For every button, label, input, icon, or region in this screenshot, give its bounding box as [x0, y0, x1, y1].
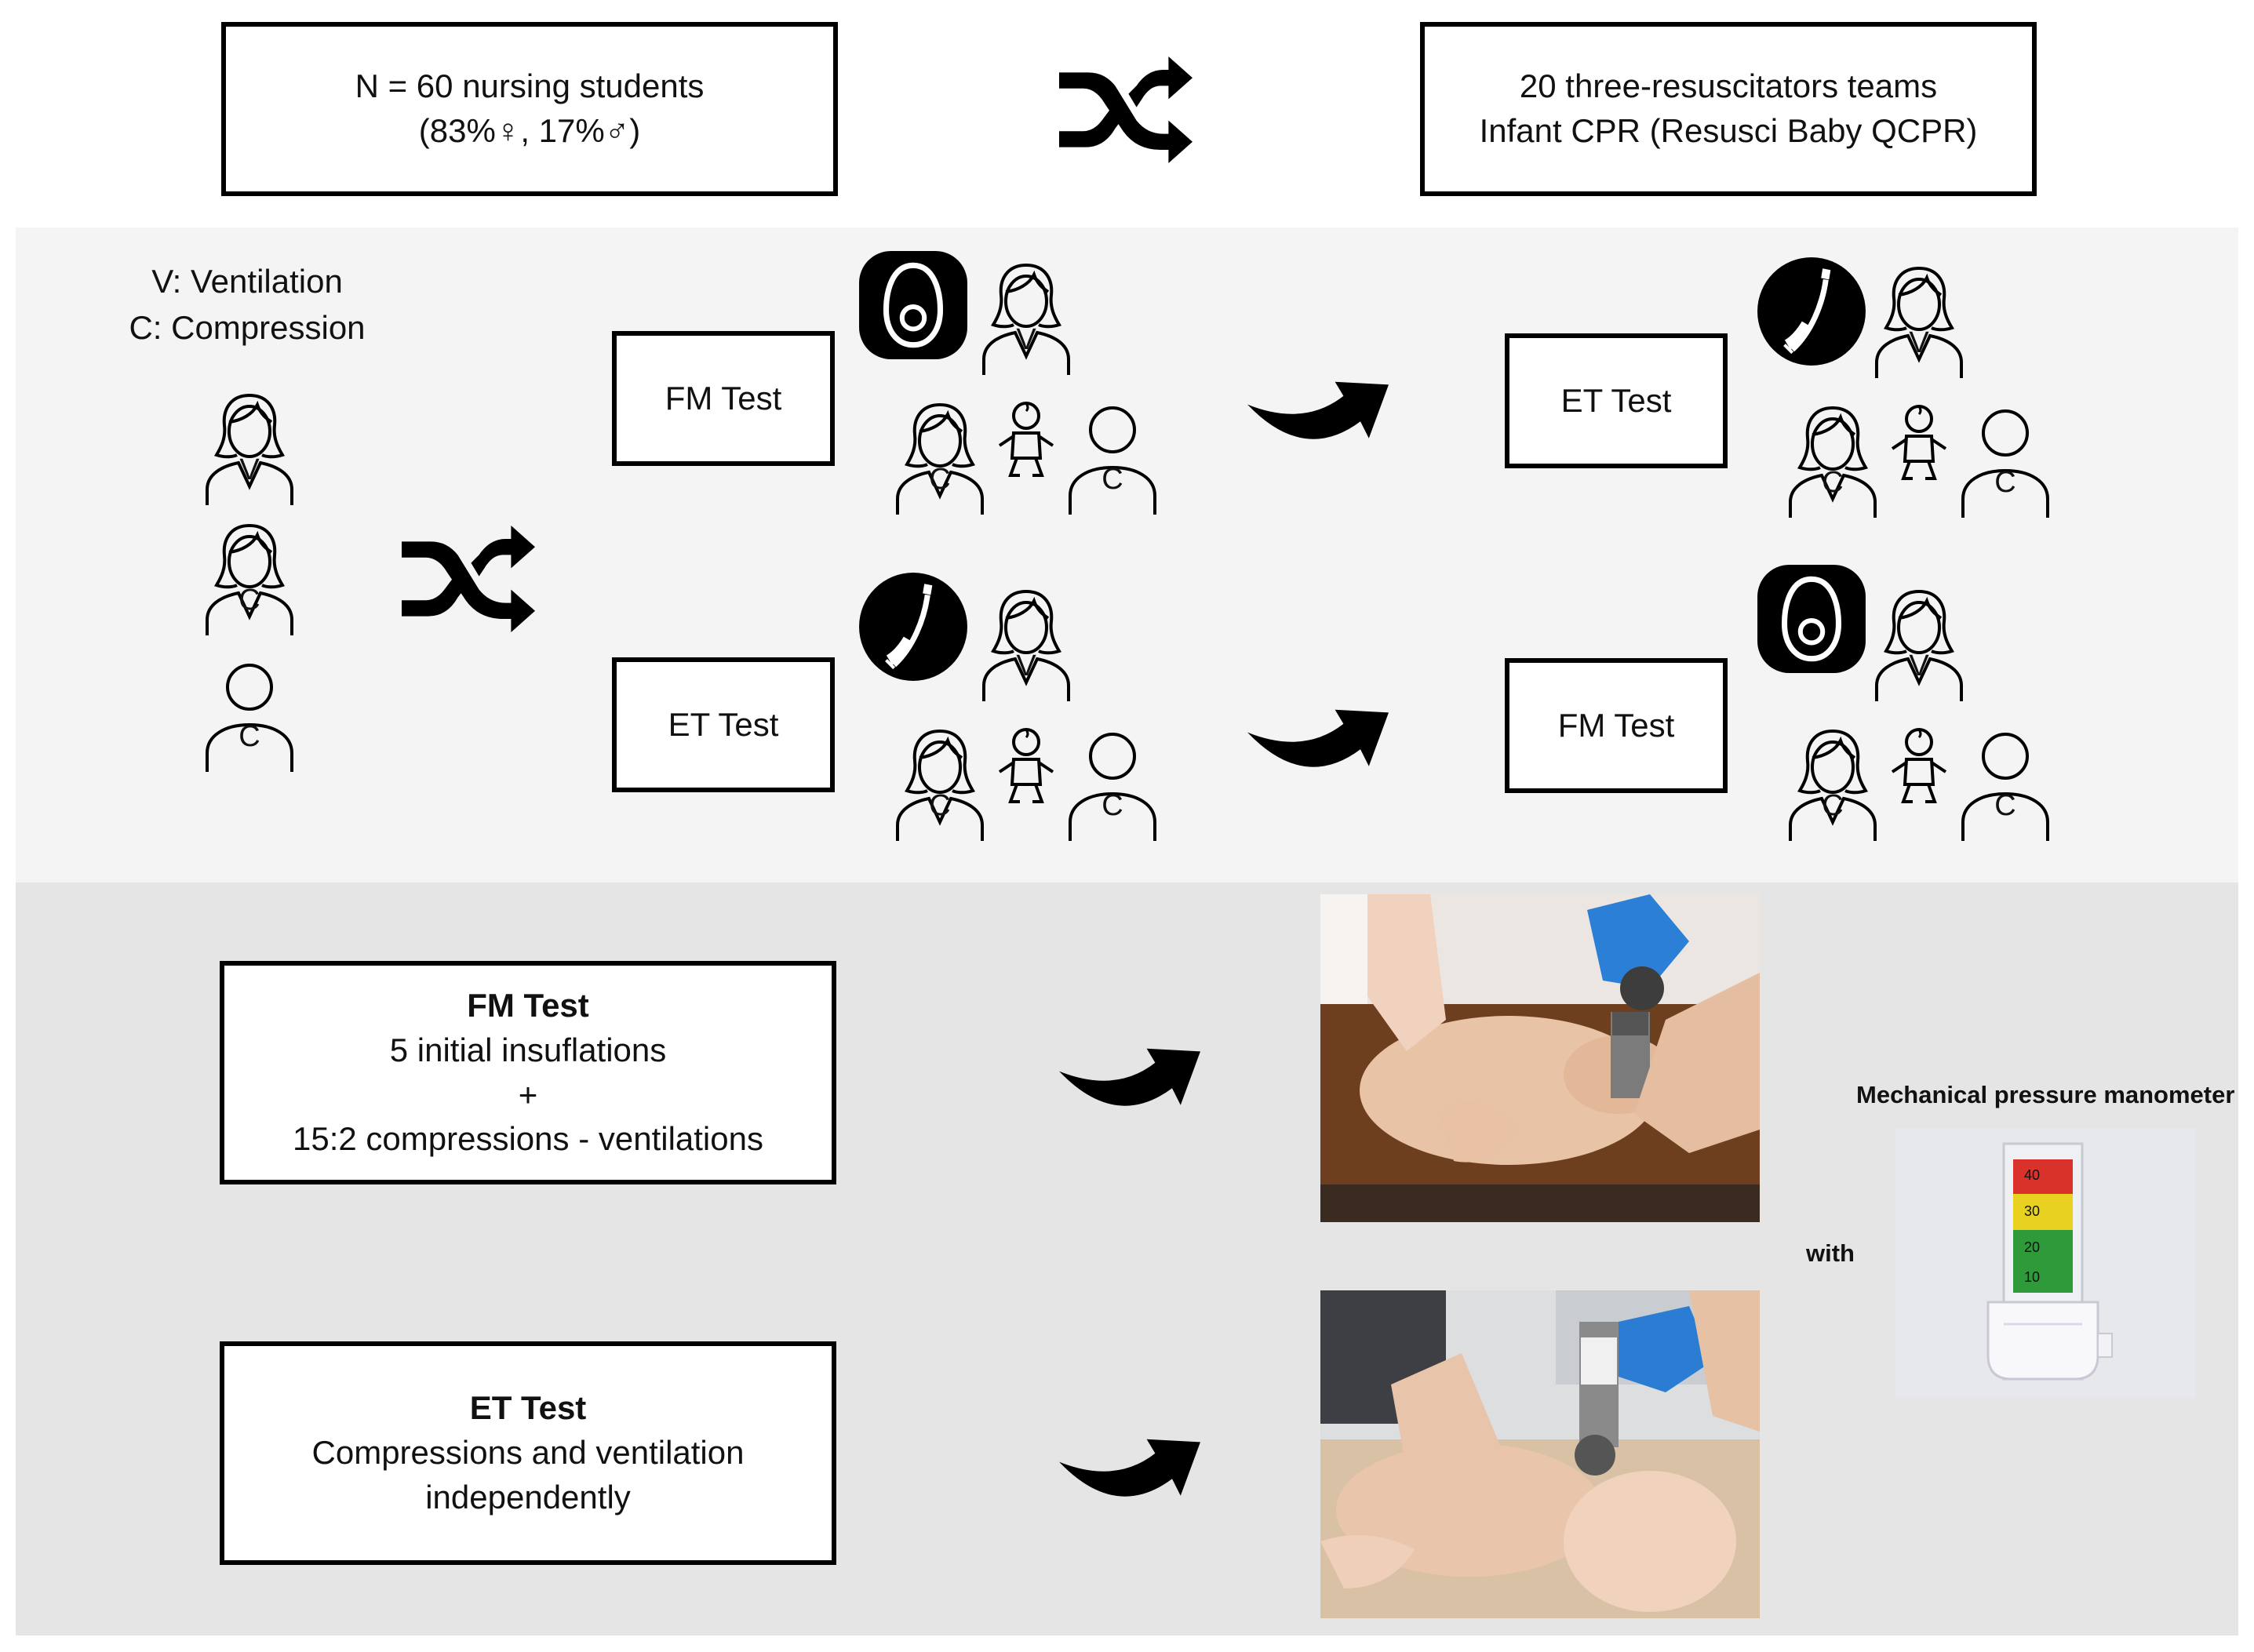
role-letter: C	[929, 789, 951, 822]
woman-icon	[893, 398, 987, 516]
man-icon	[1958, 402, 2052, 519]
row2-second-test: FM Test	[1505, 658, 1728, 793]
baby-icon	[1888, 402, 1950, 488]
shuffle-icon	[402, 526, 535, 632]
woman-icon	[979, 585, 1073, 703]
baby-icon	[995, 398, 1058, 485]
et-line2: independently	[425, 1478, 631, 1516]
role-legend: V: Ventilation C: Compression	[110, 259, 384, 351]
woman-icon	[1786, 402, 1880, 519]
team-c-man: C	[1065, 398, 1160, 516]
woman-icon	[202, 389, 297, 507]
manometer-label: Mechanical pressure manometer	[1856, 1081, 2235, 1108]
row2-first-test: ET Test	[612, 657, 835, 792]
curved-arrow-icon	[1247, 673, 1389, 786]
fm-line2: +	[518, 1075, 538, 1113]
et-procedure-box: ET Test Compressions and ventilation ind…	[220, 1341, 836, 1565]
curved-arrow-icon	[1059, 1403, 1200, 1516]
test-label: ET Test	[668, 705, 779, 743]
team-c-woman: C	[893, 398, 987, 516]
participants-box: N = 60 nursing students (83%♀, 17%♂)	[221, 22, 838, 196]
manometer-photo: 40 30 20 10	[1895, 1128, 2196, 1399]
teams-task: Infant CPR (Resusci Baby QCPR)	[1479, 112, 1978, 149]
role-letter: V	[1016, 650, 1036, 682]
woman-icon	[979, 259, 1073, 377]
et-line1: Compressions and ventilation	[311, 1434, 745, 1472]
fm-photo	[1320, 894, 1760, 1222]
team-v: V	[1872, 262, 1966, 380]
woman-icon	[1872, 585, 1966, 703]
curved-arrow-icon	[1247, 345, 1389, 458]
participants-count: N = 60 nursing students	[355, 67, 705, 105]
fm-procedure-box: FM Test 5 initial insuflations + 15:2 co…	[220, 961, 836, 1184]
mask-icon	[858, 249, 969, 361]
role-letter: C	[239, 584, 260, 617]
test-label: FM Test	[665, 379, 782, 417]
role-letter: V	[239, 453, 260, 486]
teams-box: 20 three-resuscitators teams Infant CPR …	[1420, 22, 2037, 196]
woman-icon	[1786, 725, 1880, 842]
participants-gender: (83%♀, 17%♂)	[418, 112, 641, 149]
team-c-woman: C	[1786, 725, 1880, 842]
mask-icon	[1756, 563, 1867, 675]
legend-compression: C: Compression	[129, 308, 366, 346]
role-letter: C	[1994, 466, 2016, 499]
tube-icon	[858, 571, 969, 682]
fm-line1: 5 initial insuflations	[389, 1031, 667, 1068]
fm-line3: 15:2 compressions - ventilations	[293, 1120, 763, 1158]
test-label: ET Test	[1560, 381, 1672, 419]
row1-second-test: ET Test	[1505, 333, 1728, 468]
team-v: V	[979, 259, 1073, 377]
role-letter: V	[1909, 650, 1929, 682]
test-label: FM Test	[1557, 706, 1675, 744]
team-c-woman: C	[1786, 402, 1880, 519]
man-icon	[1065, 398, 1160, 516]
woman-icon	[202, 519, 297, 637]
role-letter: C	[1102, 463, 1123, 496]
man-icon	[1065, 725, 1160, 842]
person-v: V	[202, 389, 297, 507]
role-letter: C	[1822, 789, 1844, 822]
with-label: with	[1806, 1239, 1855, 1267]
team-v: V	[1872, 585, 1966, 703]
role-letter: V	[1016, 323, 1036, 356]
team-c-man: C	[1065, 725, 1160, 842]
et-photo	[1320, 1290, 1760, 1618]
fm-title: FM Test	[467, 987, 589, 1024]
baby-icon	[1888, 725, 1950, 811]
team-v: V	[979, 585, 1073, 703]
scale-label: 30	[2024, 1203, 2040, 1219]
curved-arrow-icon	[1059, 1012, 1200, 1125]
role-letter: C	[929, 463, 951, 496]
role-letter: C	[239, 720, 260, 753]
teams-count: 20 three-resuscitators teams	[1519, 67, 1938, 105]
role-letter: C	[1994, 789, 2016, 822]
person-c-woman: C	[202, 519, 297, 637]
woman-icon	[1872, 262, 1966, 380]
scale-label: 10	[2024, 1269, 2040, 1285]
baby-icon	[995, 725, 1058, 811]
scale-label: 20	[2024, 1239, 2040, 1255]
team-c-man: C	[1958, 725, 2052, 842]
woman-icon	[893, 725, 987, 842]
team-c-woman: C	[893, 725, 987, 842]
person-c-man: C	[202, 656, 297, 773]
role-letter: C	[1102, 789, 1123, 822]
man-icon	[1958, 725, 2052, 842]
role-letter: C	[1822, 466, 1844, 499]
shuffle-icon	[1059, 56, 1193, 163]
scale-label: 40	[2024, 1167, 2040, 1183]
legend-ventilation: V: Ventilation	[151, 263, 343, 300]
man-icon	[202, 656, 297, 773]
role-letter: V	[1909, 326, 1929, 359]
team-c-man: C	[1958, 402, 2052, 519]
et-title: ET Test	[469, 1389, 587, 1427]
tube-icon	[1756, 256, 1867, 367]
row1-first-test: FM Test	[612, 331, 835, 466]
